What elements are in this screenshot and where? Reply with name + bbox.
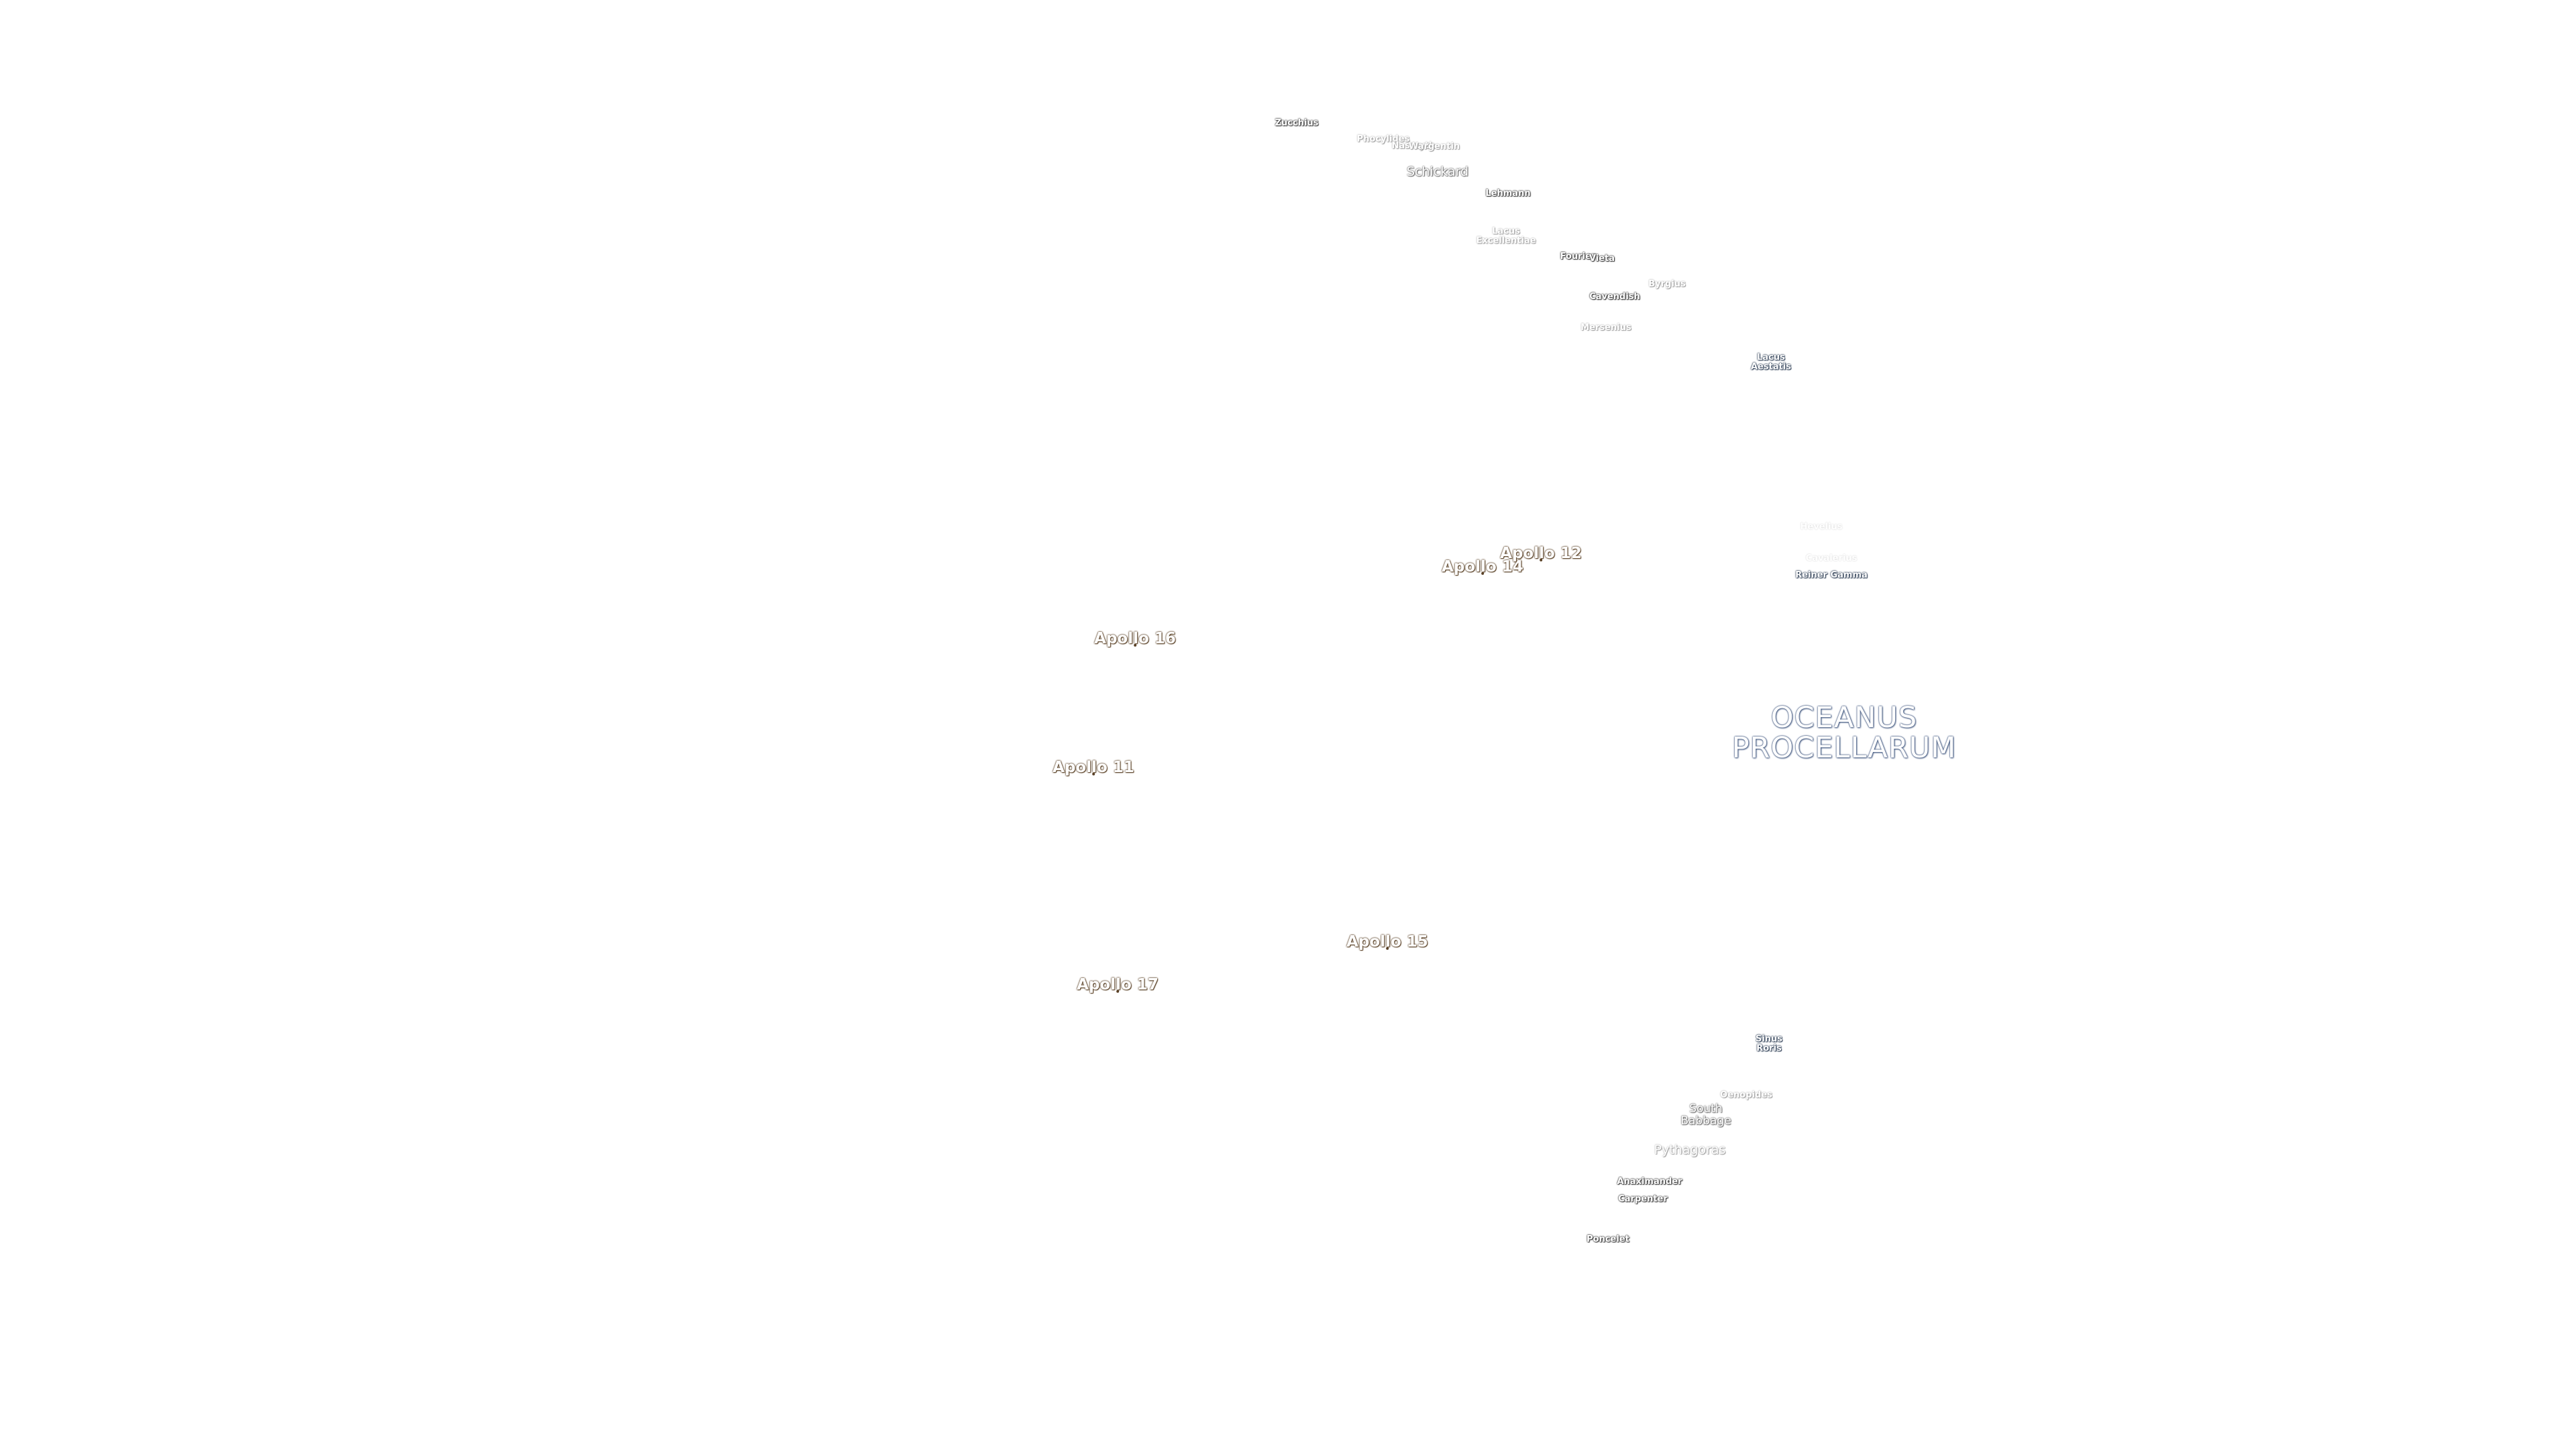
- crater-label-cavendish[interactable]: Cavendish: [1589, 292, 1640, 303]
- apollo-12-marker[interactable]: Apollo 12: [1500, 544, 1582, 562]
- crater-label-zucchius[interactable]: Zucchius: [1275, 118, 1319, 129]
- albedo-label-reiner-gamma[interactable]: Reiner Gamma: [1795, 570, 1868, 581]
- apollo-16-marker[interactable]: Apollo 16: [1094, 629, 1176, 647]
- crater-label-phocylides[interactable]: Phocylides: [1356, 134, 1410, 145]
- crater-label-vieta[interactable]: Vieta: [1589, 254, 1615, 264]
- crater-label-mersenius[interactable]: Mersenius: [1580, 323, 1631, 333]
- crater-label-pythagoras[interactable]: Pythagoras: [1654, 1142, 1726, 1158]
- apollo-11-marker[interactable]: Apollo 11: [1053, 758, 1134, 776]
- crater-label-schickard[interactable]: Schickard: [1406, 164, 1469, 180]
- landing-site-dot: [1134, 644, 1136, 647]
- crater-label-fourier[interactable]: Fourier: [1560, 252, 1596, 262]
- bay-label-sinus-roris[interactable]: Sinus Roris: [1755, 1034, 1783, 1053]
- lake-label-lacus-excellentiae[interactable]: Lacus Excellentiae: [1476, 226, 1536, 246]
- crater-label-wargentin[interactable]: Wargentin: [1408, 142, 1460, 152]
- landing-site-dot: [1540, 559, 1542, 562]
- crater-label-south-babbage[interactable]: South Babbage: [1680, 1102, 1731, 1128]
- landing-site-dot: [1092, 773, 1095, 776]
- crater-label-poncelet[interactable]: Poncelet: [1587, 1234, 1629, 1245]
- crater-label-byrgius[interactable]: Byrgius: [1648, 279, 1686, 290]
- landing-site-dot: [1386, 947, 1389, 951]
- crater-label-anaximander[interactable]: Anaximander: [1617, 1177, 1682, 1187]
- crater-label-hevelius[interactable]: Hevelius: [1800, 522, 1843, 533]
- apollo-15-marker[interactable]: Apollo 15: [1346, 932, 1428, 951]
- crater-label-carpenter[interactable]: Carpenter: [1618, 1194, 1668, 1205]
- apollo-14-marker[interactable]: Apollo 14: [1442, 557, 1523, 576]
- landing-site-dot: [1481, 572, 1484, 576]
- crater-label-oenopides[interactable]: Oenopides: [1720, 1090, 1772, 1101]
- apollo-17-marker[interactable]: Apollo 17: [1077, 975, 1159, 994]
- crater-label-nasmyth[interactable]: Nasmyth: [1391, 141, 1436, 152]
- crater-label-cavalerius[interactable]: Cavalerius: [1805, 553, 1858, 564]
- crater-label-lehmann[interactable]: Lehmann: [1485, 189, 1531, 199]
- landing-site-dot: [1116, 990, 1119, 994]
- lake-label-lacus-aestatis[interactable]: Lacus Aestatis: [1750, 352, 1792, 372]
- ocean-label-oceanus-procellarum[interactable]: OCEANUS PROCELLARUM: [1731, 700, 1957, 765]
